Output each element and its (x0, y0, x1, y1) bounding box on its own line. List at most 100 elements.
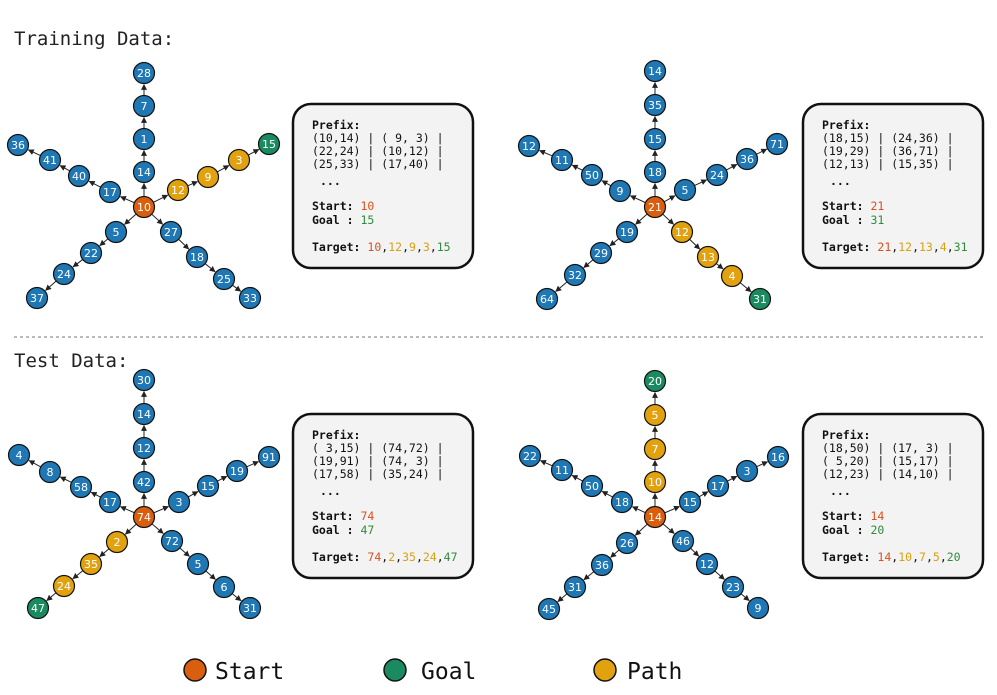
graph-node-label: 28 (137, 67, 151, 80)
target-line: Target: 74,2,35,24,47 (312, 550, 458, 564)
graph-edge (217, 475, 228, 482)
start-line: Start: 14 (822, 509, 884, 523)
start-label: Start: (312, 199, 354, 213)
graph-node (678, 490, 702, 514)
graph-node (695, 552, 719, 576)
graph-edge (571, 474, 583, 482)
graph-node-label: 71 (770, 138, 784, 151)
graph-node (589, 241, 613, 265)
goal-line: Goal : 15 (312, 213, 374, 227)
graph-node (132, 436, 156, 460)
graph-node (643, 160, 667, 184)
start-label: Start: (822, 509, 864, 523)
start-line: Start: 21 (822, 199, 884, 213)
target-value: 31 (954, 240, 968, 254)
goal-node-label: 15 (262, 138, 276, 151)
graph-edge (28, 460, 42, 468)
goal-node (748, 287, 772, 311)
prefix-label: Prefix: (312, 428, 360, 442)
graph-node (132, 94, 156, 118)
graph-edge (756, 148, 768, 155)
goal-line: Goal : 20 (822, 523, 884, 537)
path-node (166, 178, 190, 202)
graph-node (38, 148, 62, 172)
target-value: 14 (877, 550, 891, 564)
graph-node (735, 459, 759, 483)
graph-edge (689, 238, 701, 250)
training-section-title: Training Data: (14, 28, 174, 50)
test-section-title: Test Data: (14, 350, 128, 372)
graph-node-label: 22 (523, 450, 537, 463)
graph-edge (187, 491, 199, 498)
path-node (52, 574, 76, 598)
graph-node (185, 245, 209, 269)
start-line: Start: 74 (312, 509, 374, 523)
graph-node (580, 163, 604, 187)
graph-edge (59, 476, 72, 483)
start-value: 10 (360, 199, 374, 213)
graph-edge (99, 238, 109, 246)
graph-node (160, 529, 184, 553)
graph-node (706, 474, 730, 498)
graph-node-label: 22 (84, 247, 98, 260)
graph-node (132, 160, 156, 184)
graph-node-label: 91 (262, 451, 276, 464)
start-node (643, 505, 667, 529)
graph-node-label: 17 (103, 186, 117, 199)
info-box-4: Prefix:(18,50) | (17, 3) |( 5,20) | (15,… (801, 412, 985, 580)
prefix-label: Prefix: (312, 118, 360, 132)
graph-node (671, 529, 695, 553)
graph-node (69, 475, 93, 499)
graph-node-label: 11 (555, 154, 569, 167)
graph-edge (690, 547, 700, 557)
prefix-line: (18,50) | (17, 3) | (822, 441, 954, 455)
prefix-line: (18,15) | (24,36) | (822, 131, 954, 145)
info-box-3: Prefix:( 3,15) | (74,72) |(19,91) | (74,… (291, 412, 475, 580)
start-node-label: 10 (137, 201, 151, 214)
legend-path-marker (593, 658, 617, 682)
graph-node-label: 17 (103, 496, 117, 509)
info-boxes-layer: Prefix:(10,14) | ( 9, 3) |(22,24) | (10,… (291, 102, 985, 580)
graph-edge (151, 213, 164, 225)
target-value: 7 (919, 550, 926, 564)
graph-node (643, 127, 667, 151)
start-node-label: 74 (137, 511, 151, 524)
graph-node (238, 596, 262, 620)
graph-edge (571, 164, 583, 171)
path-node (105, 530, 129, 554)
graph-edge (601, 490, 613, 498)
graph-node (98, 490, 122, 514)
prefix-ellipsis: ... (320, 174, 341, 188)
start-value: 21 (870, 199, 884, 213)
target-line: Target: 21,12,13,4,31 (822, 240, 968, 254)
graph-node-label: 12 (700, 558, 714, 571)
goal-node (257, 132, 281, 156)
graph-node (167, 490, 191, 514)
graph-edge (634, 523, 648, 536)
graph-edge (631, 506, 646, 514)
graph-edge (610, 549, 620, 558)
graph-node-label: 64 (540, 293, 554, 306)
graph-node-label: 7 (141, 100, 148, 113)
graph-node-label: 45 (542, 603, 556, 616)
graph-edge (756, 461, 769, 468)
goal-node-label: 47 (31, 602, 45, 615)
path-node (696, 245, 720, 269)
graph-node-label: 18 (648, 166, 662, 179)
graph-node (765, 132, 789, 156)
graph-edge (740, 593, 750, 601)
graph-edge (246, 461, 260, 468)
path-node (670, 220, 694, 244)
graph-node-label: 25 (217, 273, 231, 286)
target-value: 5 (933, 550, 940, 564)
path-node-label: 12 (171, 184, 185, 197)
graph-node (615, 531, 639, 555)
graph-edge (664, 505, 680, 514)
path-node-label: 2 (114, 536, 121, 549)
graph-node-label: 18 (615, 496, 629, 509)
graph-edge (72, 570, 84, 580)
graph-node-label: 6 (221, 581, 228, 594)
target-value: 35 (402, 550, 416, 564)
